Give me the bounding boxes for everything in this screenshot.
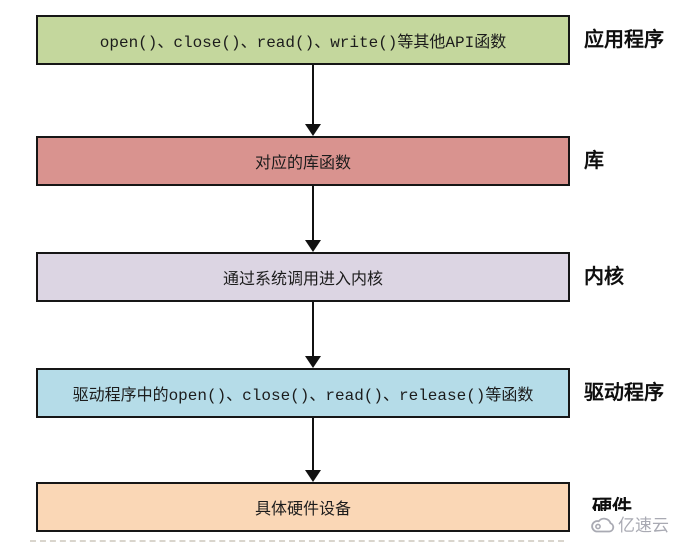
arrow-head-icon xyxy=(305,470,321,482)
box-application-api: open()、close()、read()、write()等其他API函数 xyxy=(36,15,570,65)
arrow-line xyxy=(312,186,314,240)
arrow-line xyxy=(312,65,314,124)
box-syscall-kernel: 通过系统调用进入内核 xyxy=(36,252,570,302)
watermark: 亿速云 xyxy=(589,511,669,536)
label-hardware: 硬件 xyxy=(592,497,632,511)
bottom-dashed-divider xyxy=(30,540,564,542)
label-application: 应用程序 xyxy=(584,29,664,51)
arrow-kernel-to-driver xyxy=(304,302,322,368)
arrow-lib-to-kernel xyxy=(304,186,322,252)
arrow-line xyxy=(312,302,314,356)
label-kernel: 内核 xyxy=(584,266,624,288)
arrow-head-icon xyxy=(305,124,321,136)
box-library-functions: 对应的库函数 xyxy=(36,136,570,186)
watermark-text: 亿速云 xyxy=(618,516,669,535)
label-driver: 驱动程序 xyxy=(584,382,664,404)
cloud-logo-icon xyxy=(589,514,616,534)
box-hardware-device: 具体硬件设备 xyxy=(36,482,570,532)
arrow-driver-to-hardware xyxy=(304,418,322,482)
arrow-line xyxy=(312,418,314,470)
box-driver-functions: 驱动程序中的open()、close()、read()、release()等函数 xyxy=(36,368,570,418)
label-library: 库 xyxy=(584,150,604,172)
arrow-app-to-lib xyxy=(304,65,322,136)
arrow-head-icon xyxy=(305,356,321,368)
arrow-head-icon xyxy=(305,240,321,252)
